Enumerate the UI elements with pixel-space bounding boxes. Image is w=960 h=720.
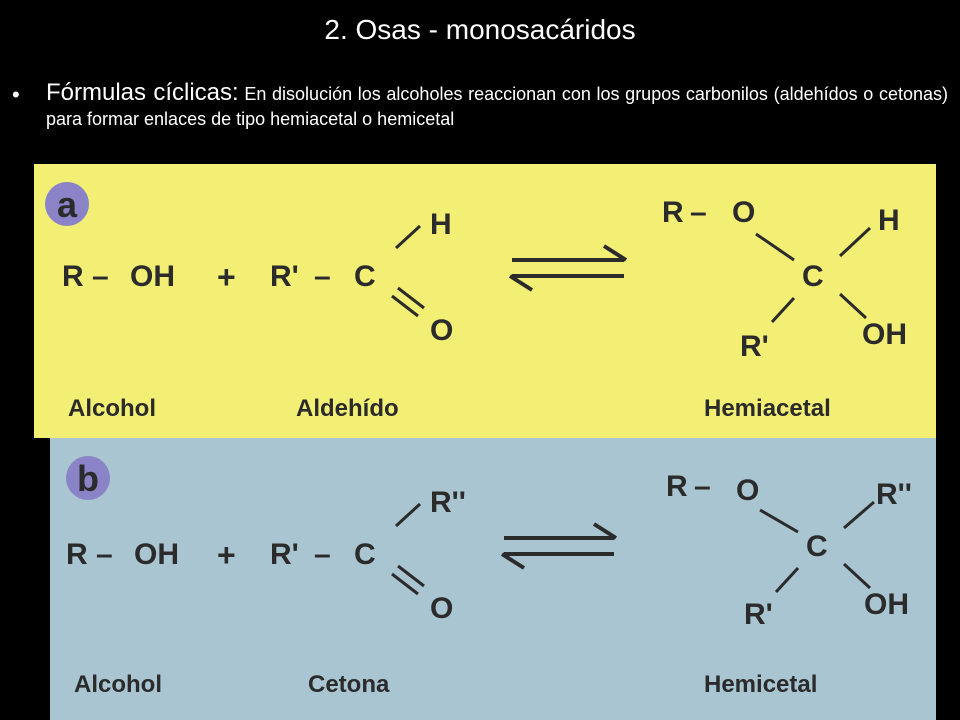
hemiacetal-r: R: [662, 196, 684, 229]
panel-b-badge: [66, 456, 110, 500]
label-ketone: Cetona: [308, 671, 390, 698]
alcohol-oh: OH: [130, 260, 175, 293]
panel-a-drawing: a R – OH + R' – C H O R – O H C R' OH: [34, 164, 936, 438]
panel-a-badge-letter: a: [57, 184, 78, 225]
ketone-bond-r-double-prime: [394, 502, 422, 528]
plus-sign: +: [217, 259, 236, 295]
aldehyde-bond-h: [394, 224, 422, 250]
hemiacetal-carbon: C: [802, 260, 824, 293]
alcohol-r: R: [66, 538, 88, 571]
hemiketal-o: O: [736, 474, 759, 507]
panel-a-background: [34, 164, 936, 438]
panel-a-badge: [45, 182, 89, 226]
reaction-panel-a: a R – OH + R' – C H O R – O H C R' OH: [34, 164, 936, 438]
label-hemiacetal: Hemiacetal: [704, 395, 831, 422]
hemiketal-bond-r-double-prime: [843, 500, 875, 530]
ketone-carbon: C: [354, 538, 376, 571]
label-hemiketal: Hemicetal: [704, 671, 817, 698]
hemiketal-bond-o: [759, 508, 799, 534]
hemiketal-r-prime: R': [744, 598, 773, 631]
hemiacetal-o: O: [732, 196, 755, 229]
ketone-double-bond-2: [397, 564, 425, 588]
hemiketal-dash: –: [694, 470, 711, 503]
panel-b-drawing: b R – OH + R' – C R'' O R – O R'' C R' O…: [50, 438, 936, 720]
label-alcohol: Alcohol: [68, 395, 156, 422]
hemiacetal-bond-h: [838, 226, 872, 258]
label-aldehyde: Aldehído: [296, 395, 399, 422]
ketone-double-bond-1: [391, 572, 419, 596]
alcohol-dash: –: [96, 538, 113, 571]
aldehyde-double-bond-1: [391, 294, 419, 318]
hemiacetal-bond-oh: [838, 292, 868, 320]
hemiketal-r-double-prime: R'': [876, 478, 912, 511]
ketone-r-double-prime: R'': [430, 486, 466, 519]
aldehyde-dash: –: [314, 260, 331, 293]
label-alcohol: Alcohol: [74, 671, 162, 698]
plus-sign: +: [217, 537, 236, 573]
bullet-paragraph: • Fórmulas cíclicas: En disolución los a…: [12, 80, 948, 132]
ketone-o: O: [430, 592, 453, 625]
bullet-lead: Fórmulas cíclicas:: [46, 79, 239, 106]
hemiacetal-bond-r-prime: [770, 296, 796, 324]
hemiacetal-h: H: [878, 204, 900, 237]
slide-title: 2. Osas - monosacáridos: [324, 14, 636, 45]
hemiketal-oh: OH: [864, 588, 909, 621]
hemiketal-bond-r-prime: [774, 566, 800, 594]
hemiacetal-bond-o: [755, 232, 795, 262]
bullet-text: Fórmulas cíclicas: En disolución los alc…: [46, 80, 948, 132]
ketone-r-prime: R': [270, 538, 299, 571]
panel-b-badge-letter: b: [77, 458, 99, 499]
hemiacetal-r-prime: R': [740, 330, 769, 363]
aldehyde-h: H: [430, 208, 452, 241]
aldehyde-r-prime: R': [270, 260, 299, 293]
hemiacetal-dash: –: [690, 196, 707, 229]
alcohol-r: R: [62, 260, 84, 293]
alcohol-oh: OH: [134, 538, 179, 571]
hemiacetal-oh: OH: [862, 318, 907, 351]
bullet-symbol: •: [12, 82, 20, 107]
aldehyde-carbon: C: [354, 260, 376, 293]
alcohol-dash: –: [92, 260, 109, 293]
equilibrium-arrows-icon: [508, 244, 628, 292]
aldehyde-double-bond-2: [397, 286, 425, 310]
hemiketal-r: R: [666, 470, 688, 503]
ketone-dash: –: [314, 538, 331, 571]
aldehyde-o: O: [430, 314, 453, 347]
equilibrium-arrows-icon: [500, 522, 618, 570]
bullet-body: En disolución los alcoholes reaccionan c…: [46, 84, 948, 129]
reaction-panel-b: b R – OH + R' – C R'' O R – O R'' C R' O…: [50, 438, 936, 720]
hemiketal-carbon: C: [806, 530, 828, 563]
hemiketal-bond-oh: [842, 562, 872, 590]
